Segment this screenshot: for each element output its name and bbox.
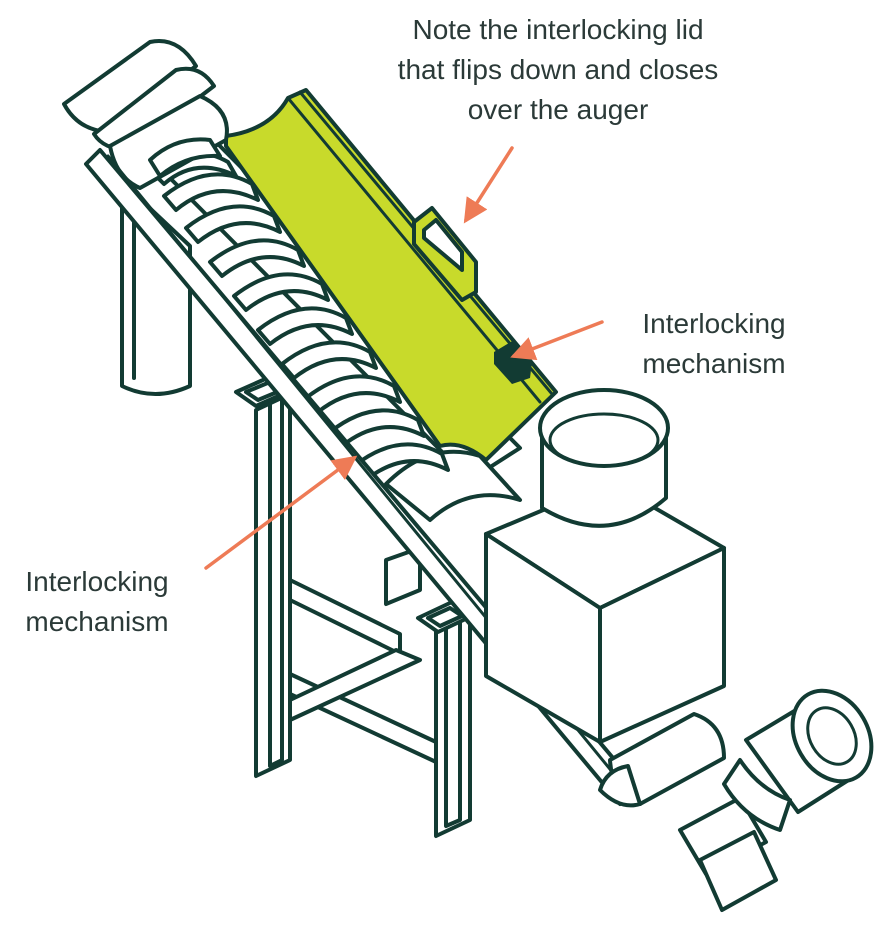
outlet-housing — [484, 388, 726, 744]
motor-assembly — [598, 688, 874, 912]
mechanism-right-arrow — [510, 320, 604, 361]
auger-flights — [150, 151, 450, 482]
lid-note-line-1: Note the interlocking lid — [412, 14, 704, 45]
lid-note-line-2: that flips down and closes — [397, 54, 719, 85]
mechanism-left-line-1: Interlocking — [25, 566, 169, 597]
mechanism-right-line-2: mechanism — [642, 348, 786, 379]
support-frame — [234, 374, 474, 838]
mechanism-left-line-2: mechanism — [25, 606, 169, 637]
lid-note-line-3: over the auger — [467, 94, 649, 125]
interlocking-lid — [224, 88, 558, 462]
mechanism-right-line-1: Interlocking — [642, 308, 786, 339]
mechanism-left-label: Interlocking mechanism — [0, 562, 194, 642]
mechanism-right-label: Interlocking mechanism — [614, 304, 814, 384]
lid-note-label: Note the interlocking lid that flips dow… — [348, 10, 768, 130]
lid-callout-arrow — [463, 146, 514, 224]
top-end-flange — [62, 39, 229, 190]
mechanism-left-arrow — [204, 455, 358, 570]
